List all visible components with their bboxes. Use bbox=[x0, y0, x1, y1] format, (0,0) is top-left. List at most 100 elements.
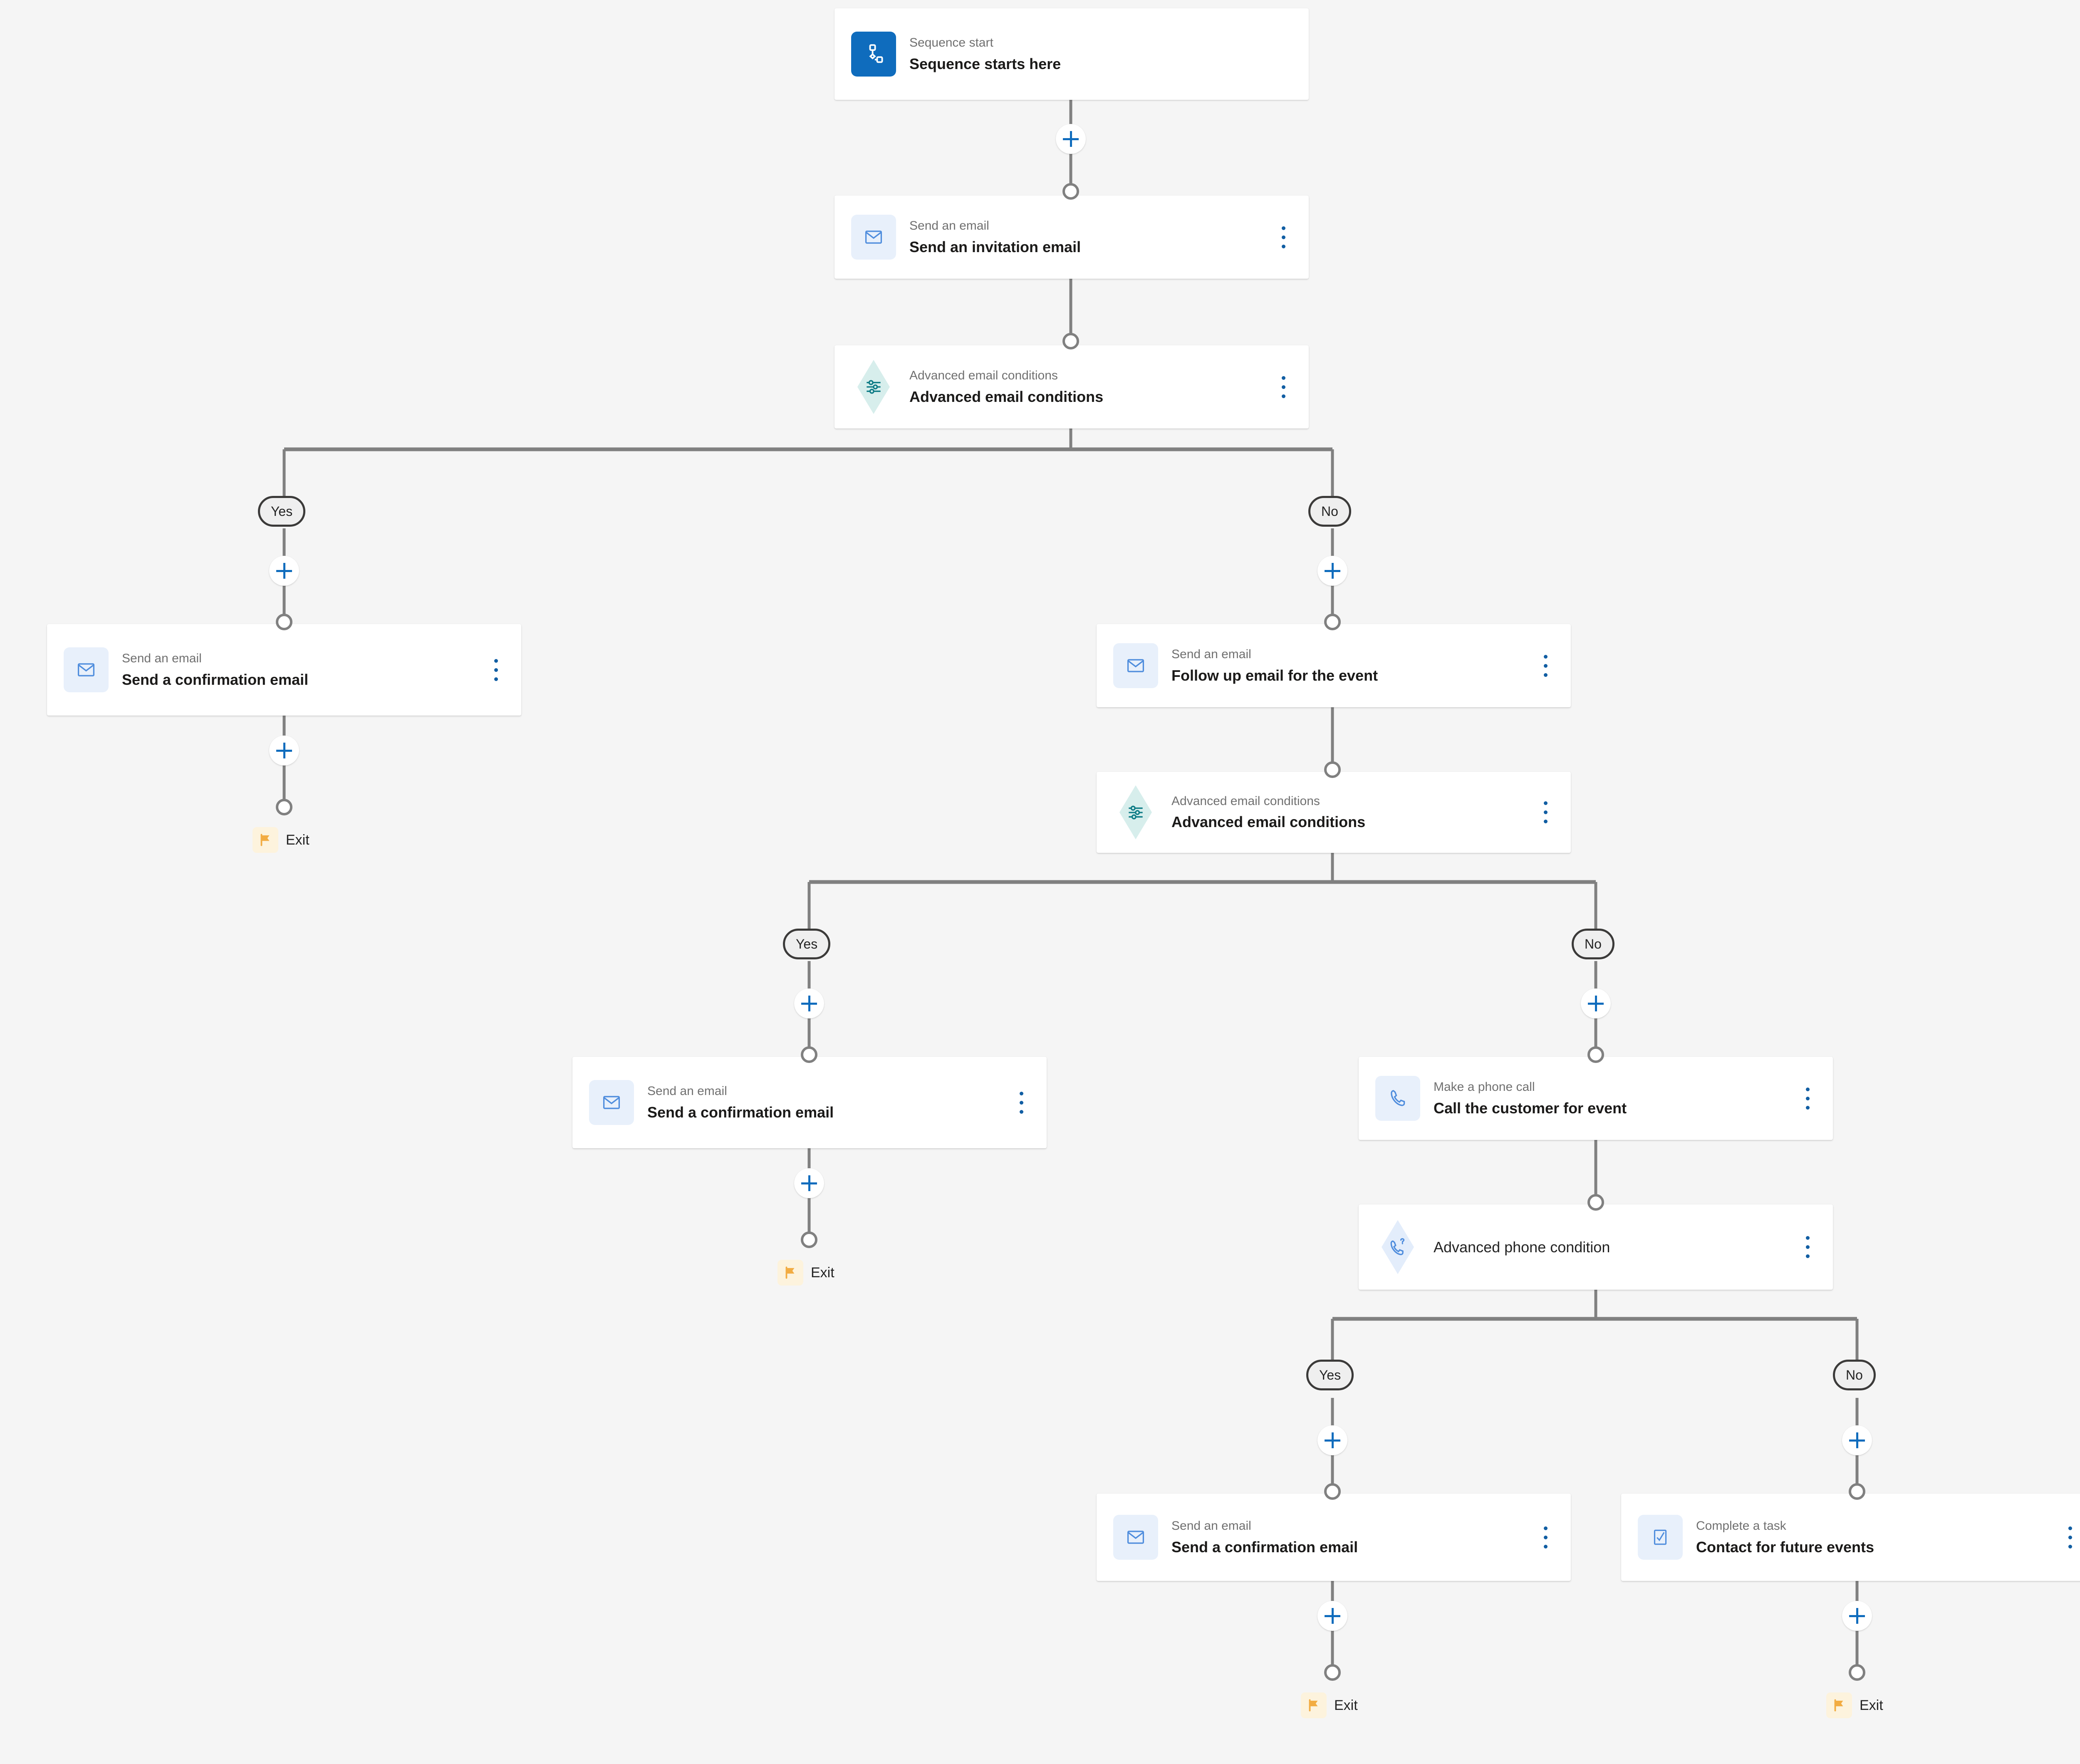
node-more-options-icon[interactable] bbox=[1534, 796, 1557, 829]
branch-label-text: No bbox=[1321, 503, 1338, 519]
exit-label: Exit bbox=[286, 832, 310, 848]
node-text: Complete a task Contact for future event… bbox=[1696, 1518, 2059, 1556]
connector-port[interactable] bbox=[1062, 333, 1079, 349]
envelope-icon bbox=[1113, 1515, 1158, 1560]
add-step-button[interactable] bbox=[1581, 989, 1611, 1018]
connector-port[interactable] bbox=[1849, 1483, 1865, 1500]
node-card-send-confirmation-email-3[interactable]: Send an email Send a confirmation email bbox=[1097, 1494, 1571, 1581]
branch-label-no[interactable]: No bbox=[1308, 496, 1351, 527]
node-card-advanced-email-conditions-2[interactable]: Advanced email conditions Advanced email… bbox=[1097, 772, 1571, 853]
add-step-button[interactable] bbox=[794, 989, 824, 1018]
node-subtitle: Advanced email conditions bbox=[909, 369, 1058, 383]
node-more-options-icon[interactable] bbox=[1272, 220, 1295, 254]
node-subtitle: Send an email bbox=[909, 219, 989, 233]
node-text: Send an email Send a confirmation email bbox=[647, 1083, 1010, 1122]
envelope-icon bbox=[64, 647, 109, 692]
node-icon-wrap bbox=[1113, 1515, 1158, 1560]
branch-label-text: No bbox=[1585, 936, 1602, 951]
node-icon-wrap bbox=[851, 364, 896, 409]
add-step-button[interactable] bbox=[1056, 124, 1086, 154]
add-step-button[interactable] bbox=[1842, 1601, 1872, 1631]
node-more-options-icon[interactable] bbox=[1534, 1521, 1557, 1554]
add-step-button[interactable] bbox=[794, 1168, 824, 1198]
node-icon-wrap bbox=[1113, 790, 1158, 835]
exit-node[interactable]: Exit bbox=[1826, 1692, 1883, 1718]
node-more-options-icon[interactable] bbox=[1534, 649, 1557, 682]
sequence-start-icon bbox=[851, 32, 896, 77]
add-step-button[interactable] bbox=[1317, 1601, 1347, 1631]
exit-label: Exit bbox=[1860, 1697, 1883, 1713]
add-step-button[interactable] bbox=[1317, 556, 1347, 586]
node-icon-wrap bbox=[1375, 1076, 1420, 1121]
branch-label-yes[interactable]: Yes bbox=[1306, 1360, 1354, 1390]
envelope-icon bbox=[589, 1080, 634, 1125]
node-text: Send an email Send a confirmation email bbox=[1171, 1518, 1534, 1556]
connector-port[interactable] bbox=[1324, 761, 1341, 778]
node-card-advanced-phone-condition[interactable]: Advanced phone condition bbox=[1359, 1204, 1833, 1290]
connector-port[interactable] bbox=[1324, 614, 1341, 630]
node-card-make-a-phone-call[interactable]: Make a phone call Call the customer for … bbox=[1359, 1057, 1833, 1140]
branch-label-yes[interactable]: Yes bbox=[258, 496, 306, 527]
node-card-follow-up-email[interactable]: Send an email Follow up email for the ev… bbox=[1097, 624, 1571, 707]
exit-label: Exit bbox=[1334, 1697, 1358, 1713]
connector-port[interactable] bbox=[801, 1046, 817, 1063]
node-card-send-confirmation-email-2[interactable]: Send an email Send a confirmation email bbox=[572, 1057, 1047, 1148]
add-step-button[interactable] bbox=[269, 736, 299, 766]
node-more-options-icon[interactable] bbox=[1796, 1231, 1819, 1264]
exit-node[interactable]: Exit bbox=[253, 827, 310, 853]
sliders-icon bbox=[852, 365, 895, 409]
node-text: Sequence start Sequence starts here bbox=[909, 35, 1295, 73]
task-checkbox-icon bbox=[1638, 1515, 1683, 1560]
connector-port[interactable] bbox=[1849, 1664, 1865, 1681]
node-more-options-icon[interactable] bbox=[1796, 1082, 1819, 1115]
connector-port[interactable] bbox=[1587, 1046, 1604, 1063]
node-title: Advanced phone condition bbox=[1434, 1239, 1610, 1256]
node-card-sequence-start[interactable]: Sequence start Sequence starts here bbox=[834, 8, 1309, 100]
node-icon-wrap bbox=[851, 32, 896, 77]
node-more-options-icon[interactable] bbox=[1272, 370, 1295, 404]
node-icon-wrap bbox=[1375, 1225, 1420, 1270]
node-more-options-icon[interactable] bbox=[1010, 1086, 1033, 1119]
envelope-icon bbox=[851, 215, 896, 260]
exit-node[interactable]: Exit bbox=[778, 1260, 834, 1286]
node-icon-wrap bbox=[64, 647, 109, 692]
node-title: Send an invitation email bbox=[909, 238, 1081, 255]
connector-port[interactable] bbox=[801, 1231, 817, 1248]
node-subtitle: Make a phone call bbox=[1434, 1080, 1535, 1094]
connector-port[interactable] bbox=[276, 799, 292, 815]
node-card-advanced-email-conditions-1[interactable]: Advanced email conditions Advanced email… bbox=[834, 345, 1309, 429]
exit-label: Exit bbox=[811, 1264, 834, 1281]
branch-label-yes[interactable]: Yes bbox=[783, 929, 831, 959]
exit-node[interactable]: Exit bbox=[1301, 1692, 1358, 1718]
connector-port[interactable] bbox=[1324, 1664, 1341, 1681]
node-more-options-icon[interactable] bbox=[2059, 1521, 2080, 1554]
node-subtitle: Advanced email conditions bbox=[1171, 794, 1320, 808]
connector-port[interactable] bbox=[276, 614, 292, 630]
add-step-button[interactable] bbox=[1317, 1425, 1347, 1455]
branch-label-text: Yes bbox=[796, 936, 818, 951]
node-subtitle: Complete a task bbox=[1696, 1519, 1786, 1533]
node-title: Follow up email for the event bbox=[1171, 666, 1378, 684]
flag-icon bbox=[778, 1260, 803, 1286]
node-title: Call the customer for event bbox=[1434, 1099, 1627, 1117]
add-step-button[interactable] bbox=[269, 556, 299, 586]
branch-label-no[interactable]: No bbox=[1833, 1360, 1876, 1390]
phone-question-icon bbox=[1376, 1226, 1419, 1269]
branch-label-no[interactable]: No bbox=[1572, 929, 1614, 959]
node-title: Send a confirmation email bbox=[647, 1103, 834, 1121]
node-card-send-confirmation-email-1[interactable]: Send an email Send a confirmation email bbox=[47, 624, 521, 716]
node-card-complete-a-task[interactable]: Complete a task Contact for future event… bbox=[1621, 1494, 2080, 1581]
branch-label-text: No bbox=[1846, 1367, 1863, 1382]
flag-icon bbox=[253, 827, 278, 853]
node-title: Send a confirmation email bbox=[1171, 1538, 1358, 1556]
node-text: Send an email Send an invitation email bbox=[909, 218, 1272, 256]
connector-port[interactable] bbox=[1062, 183, 1079, 200]
add-step-button[interactable] bbox=[1842, 1425, 1872, 1455]
connector-port[interactable] bbox=[1324, 1483, 1341, 1500]
flag-icon bbox=[1301, 1692, 1327, 1718]
node-more-options-icon[interactable] bbox=[485, 653, 507, 686]
node-card-send-invitation-email[interactable]: Send an email Send an invitation email bbox=[834, 196, 1309, 279]
node-title: Send a confirmation email bbox=[122, 671, 309, 688]
connector-port[interactable] bbox=[1587, 1194, 1604, 1211]
